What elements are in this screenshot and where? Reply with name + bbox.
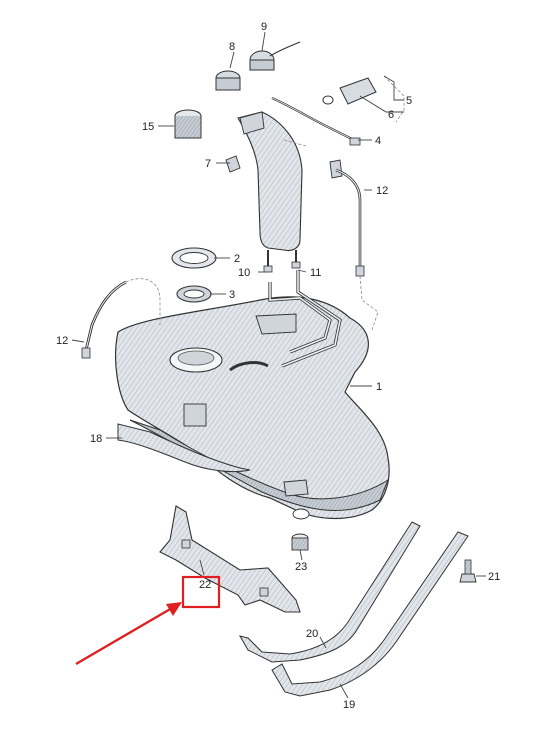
lock-ring: [171, 247, 217, 269]
callout-21: 21: [488, 571, 500, 583]
hose-right: [329, 159, 365, 277]
callout-22: 22: [199, 579, 211, 591]
callout-8: 8: [229, 41, 235, 53]
highlight-arrow-head: [166, 602, 182, 616]
highlight-arrow-shaft: [75, 606, 173, 666]
callout-19: 19: [343, 699, 355, 711]
filler-cap-with-cord: [249, 41, 301, 71]
callout-10: 10: [238, 267, 250, 279]
callout-20: 20: [306, 628, 318, 640]
callout-6: 6: [388, 109, 394, 121]
breather-valve: [174, 109, 202, 139]
callout-12-left: 12: [56, 335, 68, 347]
callout-9: 9: [261, 21, 267, 33]
filler-neck: [237, 111, 303, 273]
callout-2: 2: [234, 253, 240, 265]
highlight-annotation: [75, 575, 221, 666]
hose-left: [81, 280, 127, 359]
callout-18: 18: [90, 433, 102, 445]
callout-11: 11: [310, 267, 321, 279]
callout-15: 15: [142, 121, 154, 133]
callout-23: 23: [295, 561, 307, 573]
leader-lines: [71, 31, 486, 699]
highlight-box: [181, 575, 221, 609]
tank-cap: [215, 70, 241, 91]
callout-3: 3: [229, 289, 235, 301]
callout-12-right: 12: [376, 185, 388, 197]
callout-4: 4: [375, 135, 381, 147]
callout-1: 1: [376, 381, 382, 393]
grommet: [225, 155, 241, 173]
group-outlines: [125, 75, 405, 331]
mounting-bracket: [159, 505, 301, 613]
heat-shield: [117, 423, 251, 473]
tension-strap-20: [238, 521, 421, 663]
callout-7: 7: [205, 158, 211, 170]
tension-strap-19: [271, 531, 469, 697]
rubber-buffer: [291, 533, 309, 551]
callout-5: 5: [406, 95, 412, 107]
fuel-tank: [115, 270, 390, 520]
callout-labels: 1 2 3 4 5 6 7 8 9 10 11 12 12 15 18 19 2…: [56, 21, 500, 711]
connector: [322, 77, 377, 105]
seal-ring: [176, 285, 212, 303]
bolt: [459, 559, 477, 583]
cable: [271, 96, 361, 146]
